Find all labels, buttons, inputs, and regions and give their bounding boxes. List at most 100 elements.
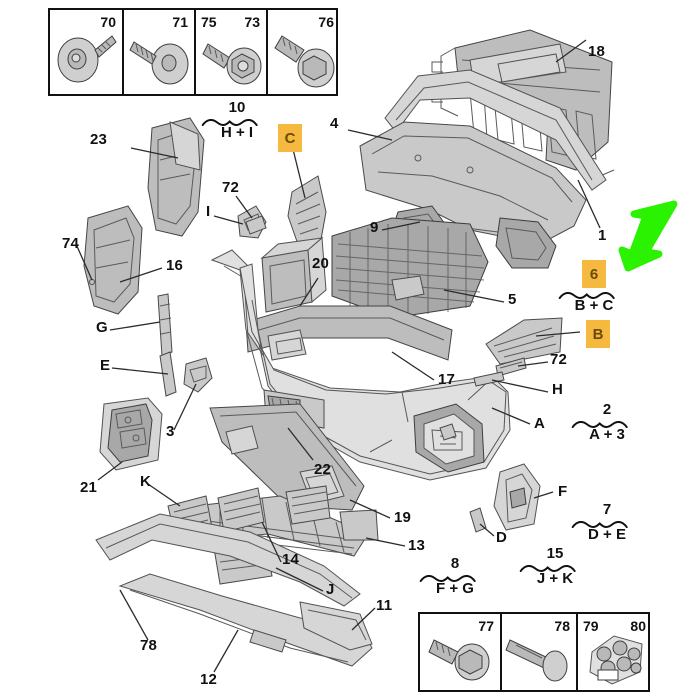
hardware-num-75: 75: [201, 14, 217, 30]
callout-G: G: [96, 319, 108, 336]
green-annotation-arrow: [618, 200, 678, 272]
callout-17: 17: [438, 371, 456, 388]
callout-21: 21: [80, 479, 98, 496]
callout-I: I: [206, 203, 211, 220]
callout-5: 5: [508, 291, 517, 308]
part-21-bracket-kit: [99, 397, 163, 471]
hardware-num-78: 78: [554, 618, 570, 634]
brace-icon: [571, 420, 628, 428]
callout-14: 14: [282, 551, 300, 568]
callout-1: 1: [598, 227, 607, 244]
hardware-cell-78: 78: [500, 614, 576, 690]
callout-16: 16: [166, 257, 184, 274]
hardware-num-76: 76: [318, 14, 334, 30]
callout-J: J: [326, 581, 335, 598]
callout-72-left: 72: [222, 179, 240, 196]
bolt-hex-flange-icon: [274, 35, 335, 88]
hardware-num-70: 70: [100, 14, 116, 30]
part-23-bracket: [147, 117, 205, 237]
brace-icon: [519, 564, 576, 572]
group-6: 6 B + C: [557, 260, 631, 314]
group-15-num: 15: [546, 545, 564, 562]
clip-kit-box-icon: [589, 635, 643, 685]
callout-12: 12: [200, 671, 218, 688]
part-20-impact-bar: [260, 236, 327, 313]
callout-74: 74: [62, 235, 80, 252]
part-G-strip: [157, 293, 173, 357]
hardware-box-top: 70 71 75 73: [48, 8, 338, 96]
part-72-clip-left: [245, 215, 267, 235]
callout-9: 9: [370, 219, 379, 236]
group-2-combo: A + 3: [589, 425, 625, 443]
hardware-num-73: 73: [244, 14, 260, 30]
callout-13: 13: [408, 537, 426, 554]
part-4-upper-beam: [384, 69, 607, 191]
highlight-chip-6[interactable]: 6: [582, 260, 606, 288]
callout-E: E: [100, 357, 111, 374]
bolt-washer-icon: [202, 43, 262, 85]
group-15: 15 J + K: [518, 546, 592, 587]
leader-lines: [75, 39, 601, 673]
hardware-box-bottom: 77 78 79 80: [418, 612, 650, 692]
part-17-reinforcement-beam: [245, 305, 453, 361]
part-F-corner-trim: [493, 463, 541, 531]
hardware-cell-75-73: 75 73: [194, 10, 266, 94]
group-8-num: 8: [450, 555, 460, 572]
callout-D: D: [496, 529, 508, 546]
callout-19: 19: [394, 509, 412, 526]
group-6-combo: B + C: [574, 297, 614, 314]
part-B-grille-trim-right: [485, 317, 563, 365]
callout-11: 11: [376, 597, 393, 614]
screw-flange-head-icon: [57, 35, 117, 83]
group-7: 7 D + E: [570, 502, 644, 543]
callout-22: 22: [314, 461, 332, 478]
group-2-num: 2: [602, 401, 612, 418]
part-D-clip: [469, 507, 487, 533]
brace-icon: [419, 574, 476, 582]
group-15-combo: J + K: [536, 569, 574, 587]
hardware-num-71: 71: [172, 14, 188, 30]
callout-23: 23: [90, 131, 108, 148]
hardware-cell-70: 70: [50, 10, 122, 94]
hardware-cell-76: 76: [266, 10, 340, 94]
hardware-cell-77: 77: [420, 614, 500, 690]
callout-F: F: [558, 483, 568, 500]
part-H-bar: [473, 371, 505, 387]
callout-4: 4: [330, 115, 339, 132]
bolt-carriage-icon: [505, 639, 568, 682]
part-78-deflector: [95, 513, 361, 607]
part-11-side-spoiler: [299, 601, 373, 651]
hardware-num-79: 79: [583, 618, 599, 634]
callout-K: K: [140, 473, 152, 490]
highlight-chip-C[interactable]: C: [278, 124, 302, 152]
hardware-num-77: 77: [478, 618, 494, 634]
part-3-bracket: [183, 357, 213, 393]
brace-icon: [558, 292, 615, 299]
part-14-insert: [217, 487, 265, 533]
group-2: 2 A + 3: [570, 402, 644, 443]
group-10-combo: H + I: [220, 123, 254, 141]
callout-20: 20: [312, 255, 330, 272]
part-insert-right-a: [285, 485, 331, 525]
part-16-bracket: [83, 205, 143, 315]
group-10: 10 H + I: [200, 100, 274, 141]
part-insert-right-b: [339, 509, 379, 541]
group-7-num: 7: [602, 501, 612, 518]
callout-H: H: [552, 381, 564, 398]
screw-dome-head-icon: [129, 41, 189, 85]
hardware-num-80: 80: [630, 618, 646, 634]
group-7-combo: D + E: [588, 525, 626, 543]
hardware-cell-79-80: 79 80: [576, 614, 652, 690]
part-5-grille-mesh: [331, 217, 489, 319]
group-8-combo: F + G: [436, 579, 474, 597]
callout-A: A: [534, 415, 546, 432]
group-10-num: 10: [228, 99, 246, 116]
group-8: 8 F + G: [418, 556, 492, 597]
highlight-chip-B[interactable]: B: [586, 320, 610, 348]
brace-icon: [571, 520, 628, 528]
callout-3: 3: [166, 423, 175, 440]
bolt-hex-flange-icon: [428, 639, 490, 681]
callout-18: 18: [588, 43, 606, 60]
